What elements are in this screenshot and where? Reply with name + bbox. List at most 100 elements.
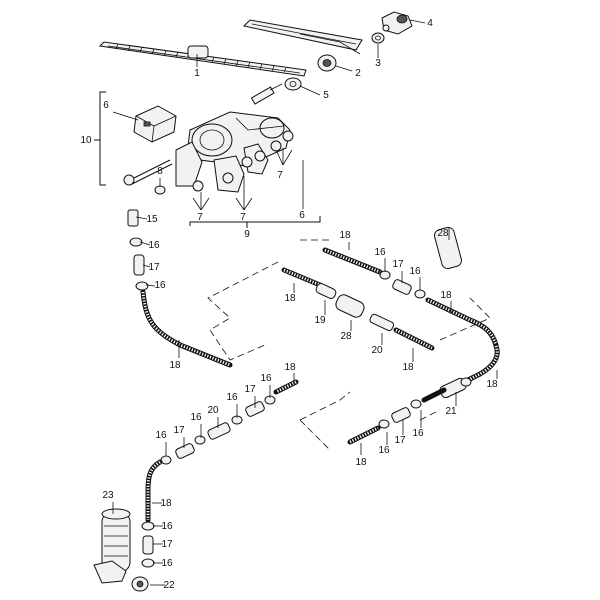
- callout-c23: 23: [102, 490, 114, 501]
- callout-c1: 1: [194, 68, 200, 79]
- dash-frame-lower: [299, 391, 441, 451]
- pump-connector-22: [131, 576, 149, 592]
- callout-leader-c6a: [112, 111, 139, 121]
- t-piece-20-top: [369, 313, 395, 332]
- callout-c18d: 18: [284, 293, 296, 304]
- callout-c16e: 16: [260, 373, 272, 384]
- hose-18-mid2: [393, 327, 435, 351]
- hose-18-tr: [425, 297, 499, 348]
- callout-leader-c17a: [142, 264, 151, 268]
- hose-18-top: [322, 247, 383, 275]
- hose-18-right: [457, 343, 500, 387]
- callout-c4: 4: [427, 18, 433, 29]
- callout-c18a: 18: [169, 360, 181, 371]
- callout-c17a: 17: [148, 262, 160, 273]
- connector-17-tr: [392, 279, 412, 295]
- bracket-10: [94, 91, 106, 186]
- callout-c6a: 6: [103, 100, 109, 111]
- callout-c16k: 16: [378, 445, 390, 456]
- hose-18-lower-left: [273, 379, 299, 395]
- sleeve-28-mid: [335, 294, 365, 318]
- hose-18-mid: [281, 267, 323, 288]
- callout-c20b: 20: [207, 405, 219, 416]
- clip-16-lr1: [378, 419, 390, 429]
- clip-16-tr2: [414, 289, 426, 299]
- connector-17-ll2: [175, 443, 195, 459]
- callout-c17e: 17: [161, 539, 173, 550]
- callout-leader-c4: [409, 19, 426, 24]
- motor-bracket: [175, 130, 294, 193]
- callout-c15: 15: [146, 214, 158, 225]
- callout-c8: 8: [157, 166, 163, 177]
- connector-17-lr: [391, 407, 411, 423]
- screw: [123, 159, 173, 186]
- wiper-motor: [187, 83, 291, 167]
- callout-c7a: 7: [277, 170, 283, 181]
- callout-c28a: 28: [437, 228, 449, 239]
- nozzle-15: [127, 209, 139, 227]
- clip-16-v1: [141, 521, 155, 531]
- callout-c17d: 17: [173, 425, 185, 436]
- clip-16-ll3: [194, 435, 206, 445]
- check-valve-19: [315, 283, 337, 299]
- callout-leader-c16a: [139, 241, 151, 246]
- callout-c16h: 16: [155, 430, 167, 441]
- clip-16-ll4: [160, 455, 172, 465]
- callout-c18c: 18: [440, 290, 452, 301]
- bracket-9: [189, 216, 321, 228]
- callout-leader-c16b: [145, 284, 156, 287]
- callout-c3: 3: [375, 58, 381, 69]
- sleeve-28-right: [434, 226, 462, 270]
- callout-c18b: 18: [339, 230, 351, 241]
- clip-16-lower: [135, 281, 149, 291]
- spacer-washer: [284, 77, 302, 91]
- callout-c16f: 16: [226, 392, 238, 403]
- callout-c16c: 16: [374, 247, 386, 258]
- clip-16-tr1: [379, 270, 391, 280]
- callout-c21: 21: [445, 406, 457, 417]
- callout-leader-c5: [299, 85, 321, 96]
- damper-arrows: [192, 148, 293, 211]
- callout-c22: 22: [163, 580, 175, 591]
- callout-c7c: 7: [240, 212, 246, 223]
- hose-18-lr: [421, 387, 447, 403]
- callout-c18i: 18: [355, 457, 367, 468]
- callout-c18e: 18: [402, 362, 414, 373]
- callout-c18h: 18: [160, 498, 172, 509]
- callout-c17b: 17: [392, 259, 404, 270]
- callout-c28b: 28: [340, 331, 352, 342]
- connector-17-left: [133, 254, 145, 276]
- callout-c16j: 16: [161, 558, 173, 569]
- clip-16-top: [129, 237, 143, 247]
- hose-18-vertical: [145, 459, 163, 523]
- callout-c6b: 6: [299, 210, 305, 221]
- washer: [371, 32, 385, 44]
- connector-21: [439, 377, 472, 399]
- cover-cap: [381, 11, 413, 35]
- callout-c16b: 16: [154, 280, 166, 291]
- callout-c5: 5: [323, 90, 329, 101]
- callout-leader-c2: [335, 65, 353, 72]
- callout-c19: 19: [314, 315, 326, 326]
- callout-c18f: 18: [486, 379, 498, 390]
- nut-8: [154, 185, 166, 195]
- callout-leader-c15: [135, 216, 148, 220]
- connector-17-v: [142, 535, 154, 555]
- cap-nut: [317, 54, 337, 72]
- callout-c18g: 18: [284, 362, 296, 373]
- connector-17-ll1: [245, 401, 265, 417]
- clip-16-v2: [141, 558, 155, 568]
- hose-18-lower: [347, 425, 381, 445]
- dash-frame-upper: [207, 239, 491, 361]
- callout-c7b: 7: [197, 212, 203, 223]
- wiper-blade: [98, 41, 307, 77]
- callout-c9: 9: [244, 229, 250, 240]
- callout-c10: 10: [80, 135, 92, 146]
- callout-c16i: 16: [161, 521, 173, 532]
- t-piece-20-lower: [207, 422, 231, 440]
- wiper-arm: [242, 19, 363, 55]
- washer-pump: [93, 508, 131, 584]
- callout-c16d: 16: [409, 266, 421, 277]
